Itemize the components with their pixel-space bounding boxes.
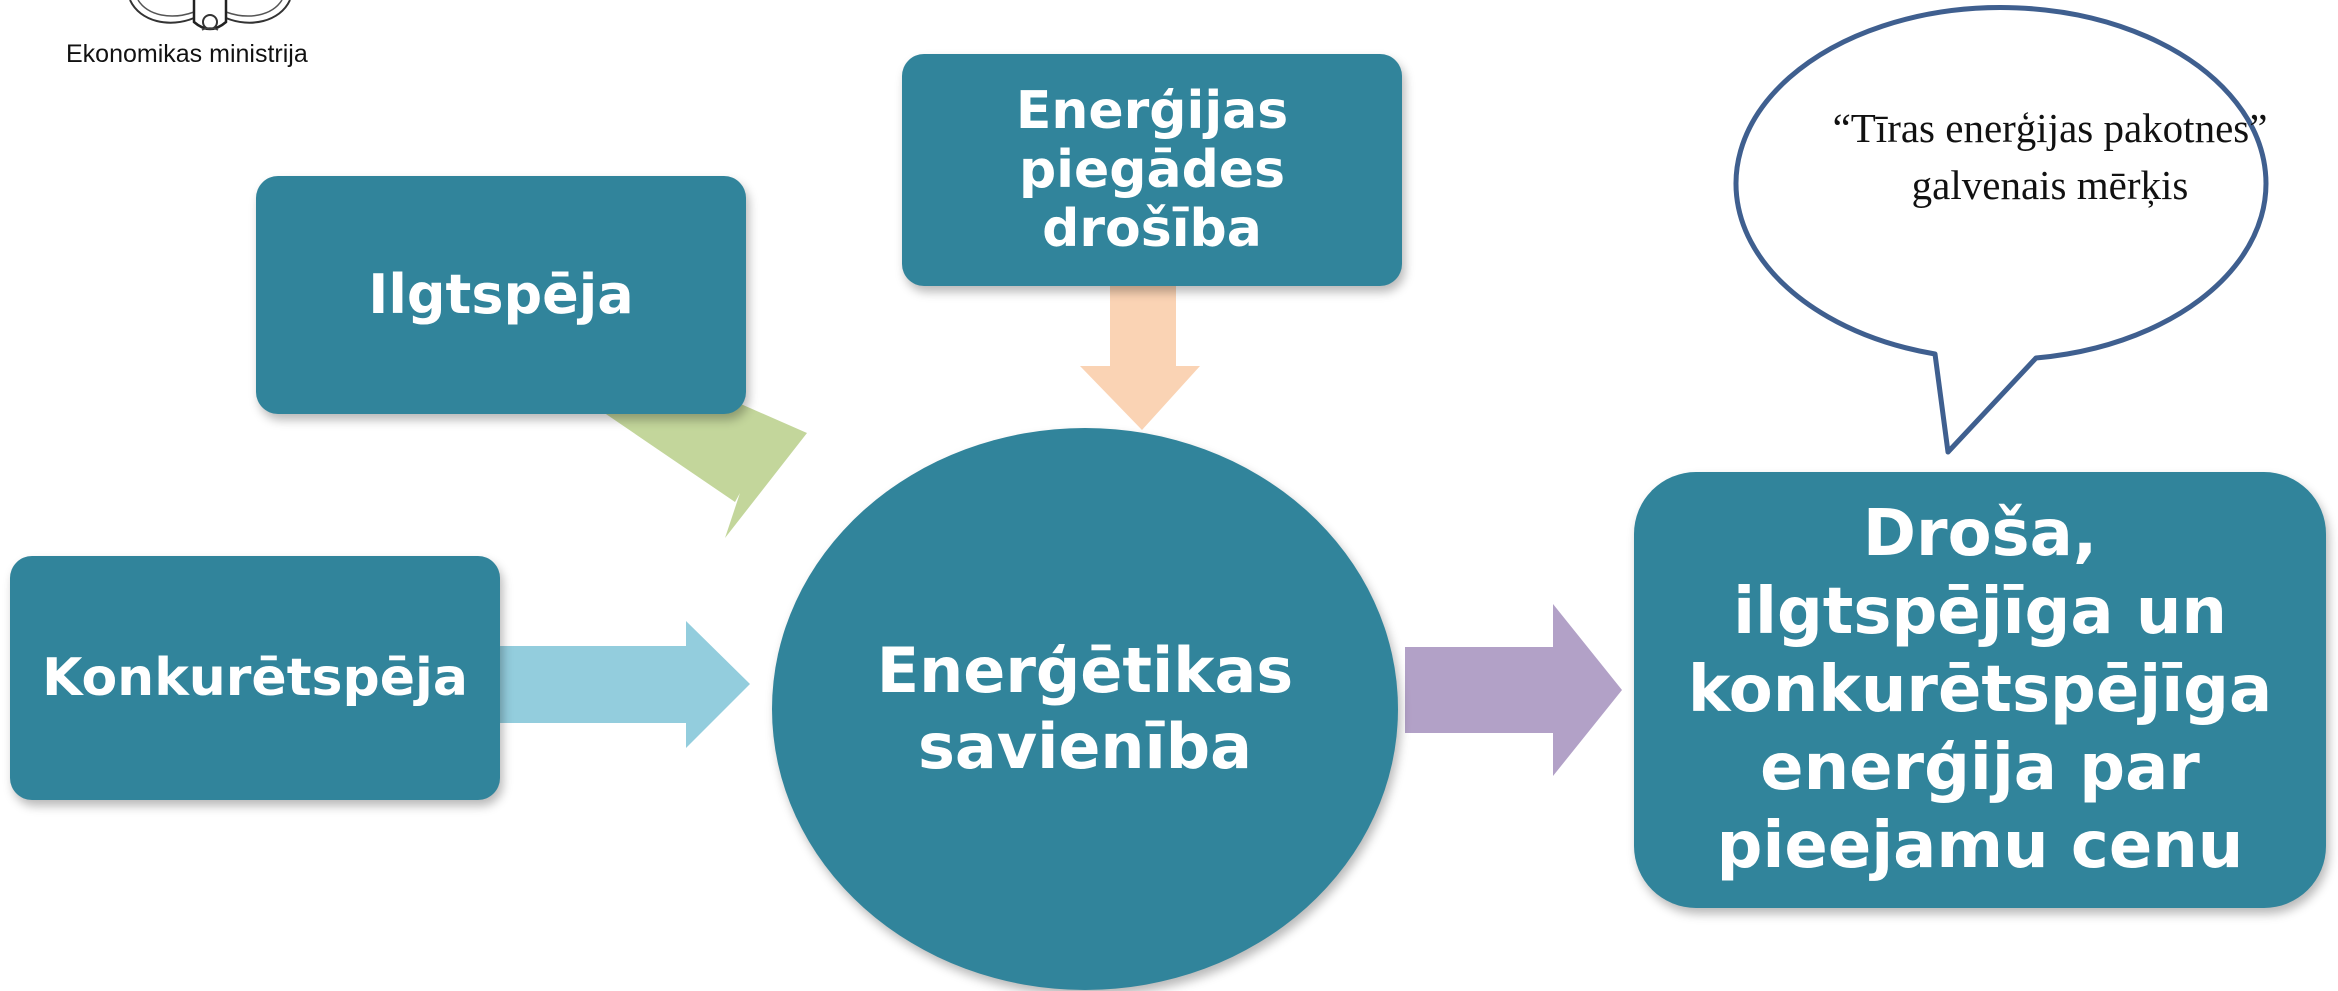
node-supply-security: Enerģijas piegādes drošība: [902, 54, 1402, 286]
arrow-union-to-outcome: [1405, 604, 1622, 776]
node-competitiveness-label: Konkurētspēja: [42, 648, 468, 708]
node-sustainability: Ilgtspēja: [256, 176, 746, 414]
ministry-name: Ekonomikas ministrija: [66, 40, 308, 68]
node-energy-union: Enerģētikas savienība: [772, 428, 1398, 990]
arrow-competitiveness-to-union: [500, 621, 750, 748]
node-competitiveness: Konkurētspēja: [10, 556, 500, 800]
node-sustainability-label: Ilgtspēja: [368, 263, 634, 326]
callout-text: “Tīras enerģijas pakotnes” galvenais mēr…: [1832, 105, 2268, 208]
node-energy-union-label: Enerģētikas savienība: [876, 634, 1294, 783]
ministry-emblem-icon: [129, 0, 291, 31]
node-supply-security-label: Enerģijas piegādes drošība: [1015, 80, 1289, 259]
node-outcome-label: Droša, ilgtspējīga un konkurētspējīga en…: [1687, 497, 2273, 883]
callout-bubble: [1733, 5, 2269, 455]
node-outcome: Droša, ilgtspējīga un konkurētspējīga en…: [1634, 472, 2326, 908]
arrow-supply-security-to-union: [1080, 285, 1200, 430]
